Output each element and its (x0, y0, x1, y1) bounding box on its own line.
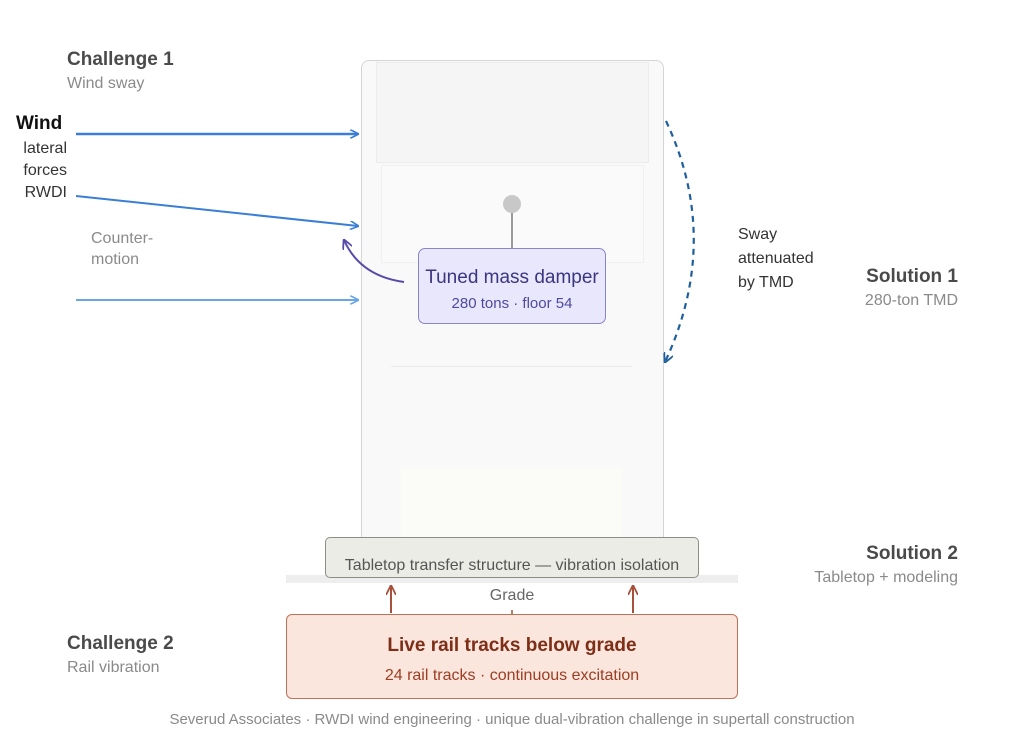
challenge-2-subtitle: Rail vibration (67, 659, 160, 676)
tmd-subtitle: 280 tons · floor 54 (451, 295, 573, 312)
wind-label: Wind (16, 113, 63, 134)
solution-1-subtitle: 280-ton TMD (864, 292, 958, 309)
tabletop-structure (325, 537, 699, 578)
wind-line-forces: forces (23, 162, 67, 179)
rail-subtitle: 24 rail tracks · continuous excitation (384, 667, 640, 684)
sway-arrow (665, 120, 695, 362)
counter-motion-line-1: Counter- (91, 230, 154, 247)
sway-line-2: attenuated (738, 250, 814, 267)
rail-title: Live rail tracks below grade (387, 635, 637, 656)
wind-line-rwdi: RWDI (24, 184, 67, 201)
solution-2-title: Solution 2 (866, 543, 958, 564)
challenge-1-subtitle: Wind sway (67, 75, 145, 92)
wind-description: lateral forces RWDI (10, 138, 67, 204)
counter-motion-label: Counter- motion (91, 228, 153, 270)
tower-crown-band (376, 62, 649, 163)
grade-line (286, 575, 738, 583)
sway-label: Sway attenuated by TMD (738, 223, 814, 295)
tower-base-zone (401, 467, 622, 537)
solution-1-title: Solution 1 (866, 266, 958, 287)
sway-line-1: Sway (738, 226, 778, 243)
tmd-box: Tuned mass damper 280 tons · floor 54 (418, 248, 606, 324)
counter-motion-arrow (344, 240, 405, 283)
challenge-2-title: Challenge 2 (67, 633, 174, 654)
footer-credits: Severud Associates · RWDI wind engineeri… (169, 711, 855, 728)
wind-line-lateral: lateral (23, 140, 67, 157)
wind-arrow-middle (75, 195, 358, 226)
challenge-1-title: Challenge 1 (67, 49, 174, 70)
counter-motion-line-2: motion (91, 251, 140, 268)
tmd-title: Tuned mass damper (425, 267, 599, 288)
pendulum-mass (503, 195, 521, 213)
solution-2-subtitle: Tabletop + modeling (814, 569, 958, 586)
rail-tracks-box: Live rail tracks below grade 24 rail tra… (286, 614, 738, 699)
sway-line-3: by TMD (738, 274, 794, 291)
floor-line (391, 366, 632, 367)
grade-label: Grade (489, 587, 535, 604)
tabletop-label: Tabletop transfer structure — vibration … (344, 557, 680, 574)
